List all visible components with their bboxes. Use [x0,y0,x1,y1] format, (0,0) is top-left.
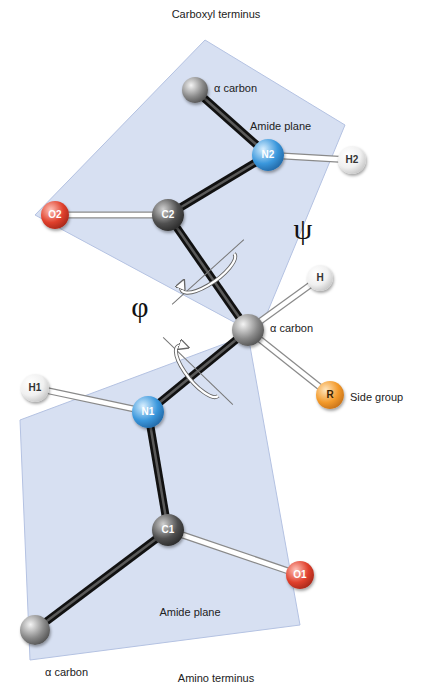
bond-core [260,339,320,387]
atom-symbol: C1 [162,525,175,535]
side-bond [182,535,287,571]
carbon-atom: C1 [152,514,184,546]
oxygen-atom: O2 [41,201,69,229]
bond-core [283,156,339,159]
alpha-carbon: α carbon [232,314,264,346]
side-group-atom: RSide group [316,381,344,409]
bond-outline [48,391,134,409]
plane-label: Amide plane [250,120,311,132]
backbone-bond [204,98,257,145]
terminus-label: Amino terminus [178,672,254,684]
bond-core [160,340,237,403]
side-bond [48,391,134,409]
bond-core [151,427,166,515]
alpha-carbon: α carbon [20,615,50,645]
nitrogen-atom: N2 [252,139,284,171]
bond-outline [283,156,339,159]
atom-symbol: C2 [162,210,175,220]
hydrogen-atom: H2 [338,146,366,174]
bond-outline [46,539,156,622]
bond-core [204,98,257,145]
bond-outline [160,340,237,403]
side-bond [260,285,310,321]
side-bond [260,339,320,387]
atom-caption: Side group [350,391,403,403]
atom-caption: α carbon [270,322,313,334]
terminus-label: Carboxyl terminus [172,8,261,20]
bond-outline [260,339,320,387]
bond-outline [182,535,287,571]
atom-symbol: H1 [29,383,42,393]
backbone-bond [181,163,255,208]
amide-plane: Amide planeH1N1C1O1α carbon [20,335,300,660]
bond-core [68,213,153,218]
bond-outline [68,212,153,219]
oxygen-atom: O1 [286,561,314,589]
atom-symbol: H [316,273,323,283]
psi-rotation-arrow [165,240,254,309]
atom-symbol: N2 [262,150,275,160]
bond-core [48,391,134,409]
bond-core [260,285,310,321]
atom-caption: α carbon [214,82,257,94]
bond-core [46,539,156,622]
plane-label: Amide plane [159,606,220,618]
bond-outline [204,98,257,145]
atom-symbol: O1 [293,570,306,580]
bond-core [182,535,287,571]
amide-plane: Amide planeα carbonN2H2O2C2 [35,40,345,335]
side-bond [68,215,153,216]
plane-polygon [35,40,345,335]
bond-outline [260,285,310,321]
atom-caption: α carbon [45,666,88,678]
bond-outline [151,427,166,515]
hydrogen-atom: H [307,265,333,291]
atom-symbol: H2 [346,155,359,165]
bond-core [177,227,240,317]
atom-symbol: N1 [142,407,155,417]
psi-label: ψ [294,212,313,245]
plane-polygon [20,335,300,660]
backbone-bond [160,340,237,403]
backbone-bond [177,227,240,317]
phi-rotation-arrow [159,330,233,416]
alpha-carbon: α carbon [182,77,208,103]
carbon-atom: C2 [152,199,184,231]
bond-core [181,163,255,208]
side-bond [283,156,339,159]
atom-symbol: O2 [48,210,61,220]
backbone-bond [151,427,166,515]
hydrogen-atom: H1 [21,374,49,402]
nitrogen-atom: N1 [132,396,164,428]
phi-label: φ [131,290,148,323]
atom-symbol: R [326,390,333,400]
backbone-bond [46,539,156,622]
bond-outline [177,227,240,317]
bond-outline [181,163,255,208]
